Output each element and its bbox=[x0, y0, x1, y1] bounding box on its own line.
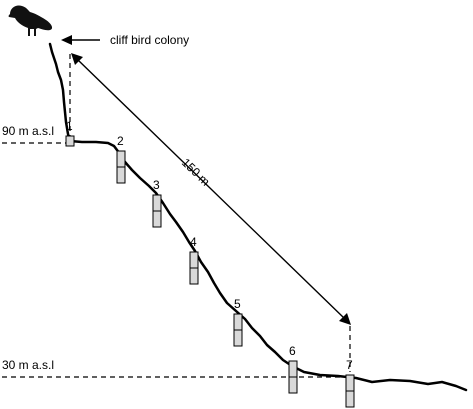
sampling-point-label: 2 bbox=[117, 134, 124, 148]
sampling-point-6: 6 bbox=[288, 344, 298, 394]
upper-elevation-label: 90 m a.s.l bbox=[2, 124, 54, 138]
sampling-point-4: 4 bbox=[189, 235, 199, 285]
distance-label: 150 m bbox=[179, 156, 213, 189]
sampling-point-label: 6 bbox=[289, 344, 296, 358]
colony-label: cliff bird colony bbox=[110, 33, 189, 47]
sampling-point-3: 3 bbox=[152, 178, 162, 228]
sampling-point-2: 2 bbox=[116, 134, 126, 184]
seabird-icon bbox=[8, 5, 53, 37]
sampling-point-label: 4 bbox=[190, 235, 197, 249]
left-arrow-icon bbox=[61, 35, 100, 45]
sampling-point-5: 5 bbox=[233, 297, 243, 347]
distance-arrow bbox=[71, 53, 351, 325]
sampling-point-1: 1 bbox=[65, 119, 75, 147]
sampling-point-7: 7 bbox=[345, 358, 355, 408]
lower-elevation-label: 30 m a.s.l bbox=[2, 358, 54, 372]
sampling-point-label: 5 bbox=[234, 297, 241, 311]
sampling-point-label: 7 bbox=[346, 358, 353, 372]
sampling-point-label: 1 bbox=[66, 119, 73, 133]
sampling-point-label: 3 bbox=[153, 178, 160, 192]
cliff-profile-line bbox=[48, 42, 468, 392]
